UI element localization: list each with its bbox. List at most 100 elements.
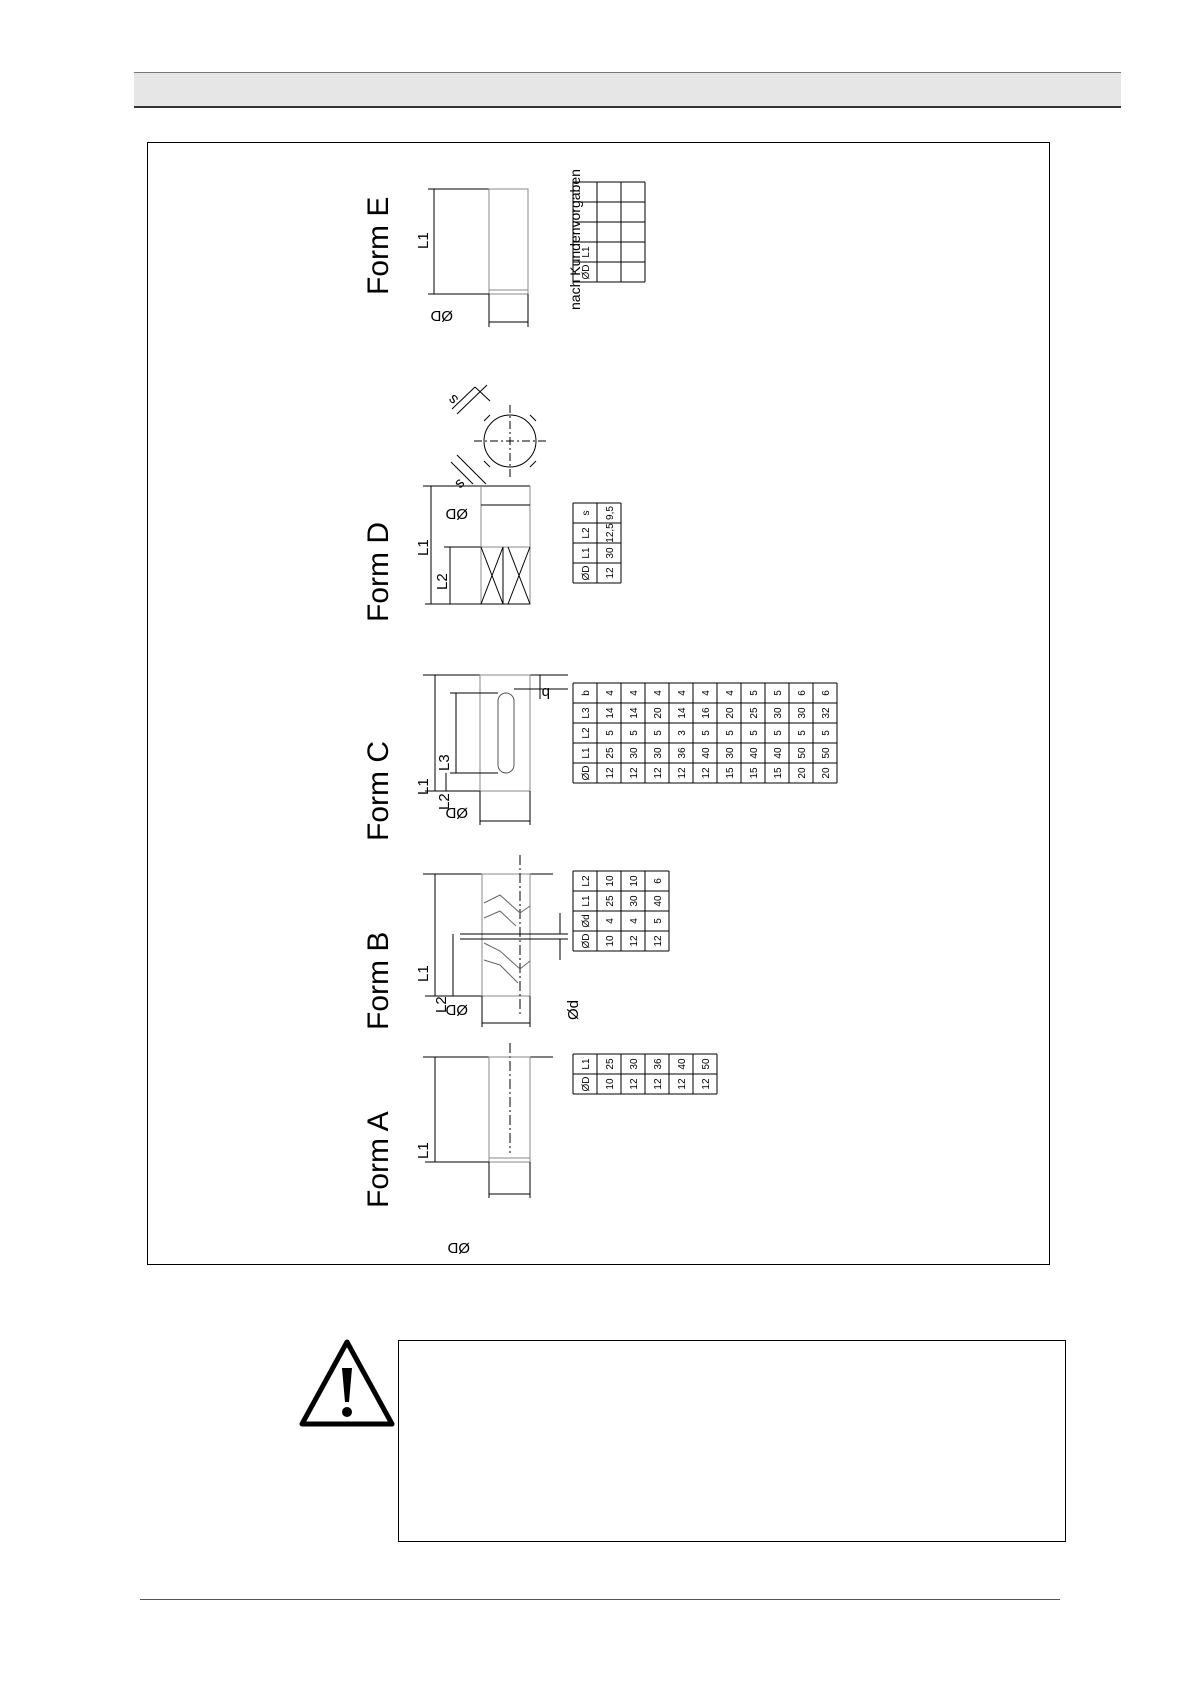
table-cell: 4: [605, 918, 616, 924]
form-e-diameter-label: ØD: [430, 307, 453, 324]
table-cell: 14: [677, 707, 688, 719]
table-cell: 40: [653, 895, 664, 907]
table-header-cell: L1: [581, 1058, 592, 1070]
table-cell: 6: [797, 690, 808, 696]
table-cell: 3: [677, 730, 688, 736]
table-cell: 20: [725, 707, 736, 719]
table-cell: 32: [821, 707, 832, 719]
form-c-l3-label: L3: [436, 754, 453, 771]
table-cell: 5: [653, 730, 664, 736]
table-header-cell: ØD: [581, 566, 592, 581]
table-cell: 10: [605, 1078, 616, 1090]
technical-drawing-frame: Form E L1 ØD nach Kundenvorgaben Form D …: [147, 142, 1050, 1265]
form-e-l1-label: L1: [415, 232, 432, 249]
form-b-l2-label: L2: [433, 996, 450, 1013]
table-cell: 5: [821, 730, 832, 736]
table-cell: 5: [605, 730, 616, 736]
table-cell: 30: [797, 707, 808, 719]
table-cell: 6: [821, 690, 832, 696]
table-cell: 5: [653, 918, 664, 924]
form-d-title: Form D: [362, 522, 395, 622]
table-header-cell: b: [581, 690, 592, 696]
table-cell: 4: [701, 690, 712, 696]
form-d-l1-label: L1: [415, 539, 432, 556]
table-cell: 5: [701, 730, 712, 736]
form-c-l2-label: L2: [436, 793, 453, 810]
table-cell: 20: [653, 707, 664, 719]
table-cell: 5: [749, 730, 760, 736]
table-header-cell: L1: [581, 747, 592, 759]
table-cell: 12,5: [605, 523, 616, 543]
table-cell: 25: [605, 895, 616, 907]
form-d-diameter-label: ØD: [445, 505, 468, 522]
form-c-b-label: b: [542, 684, 550, 701]
table-cell: 12: [629, 767, 640, 779]
table-cell: 6: [653, 878, 664, 884]
table-cell: 50: [797, 747, 808, 759]
table-cell: 36: [653, 1058, 664, 1070]
table-cell: 40: [749, 747, 760, 759]
table-cell: 4: [629, 690, 640, 696]
table-cell: 40: [677, 1058, 688, 1070]
form-a-drawing: [423, 1043, 553, 1198]
table-cell: 5: [773, 690, 784, 696]
table-header-cell: ØD: [581, 265, 592, 280]
table-cell: 30: [629, 747, 640, 759]
table-cell: 12: [605, 767, 616, 779]
table-cell: 16: [701, 707, 712, 719]
table-header-cell: s: [581, 511, 592, 516]
table-cell: 12: [701, 1078, 712, 1090]
table-cell: 12: [653, 935, 664, 947]
table-cell: 5: [773, 730, 784, 736]
table-cell: 25: [605, 747, 616, 759]
table-header-cell: Ød: [581, 914, 592, 927]
table-cell: 14: [605, 707, 616, 719]
table-cell: 4: [725, 690, 736, 696]
form-b-title: Form B: [362, 932, 395, 1030]
form-e-drawing: [428, 188, 529, 327]
table-cell: 5: [725, 730, 736, 736]
table-cell: 5: [749, 690, 760, 696]
form-d-section-drawing: [450, 384, 546, 485]
table-header-cell: L1: [581, 246, 592, 258]
table-cell: 4: [677, 690, 688, 696]
form-b-small-diameter-label: Ød: [565, 1000, 582, 1020]
table-cell: 30: [725, 747, 736, 759]
header-bar: [134, 72, 1121, 108]
table-header-cell: L2: [581, 527, 592, 539]
table-cell: 12: [653, 767, 664, 779]
form-b-drawing: [423, 855, 568, 1027]
table-cell: 15: [749, 767, 760, 779]
table-cell: 12: [629, 1078, 640, 1090]
table-cell: 25: [605, 1058, 616, 1070]
table-cell: 10: [605, 935, 616, 947]
form-a-diameter-label: ØD: [447, 1239, 470, 1256]
table-header-cell: ØD: [581, 766, 592, 781]
table-cell: 20: [797, 767, 808, 779]
table-cell: 4: [605, 690, 616, 696]
warning-triangle-icon: [299, 1339, 395, 1427]
table-cell: 12: [605, 567, 616, 579]
table-cell: 10: [629, 875, 640, 887]
table-cell: 14: [629, 707, 640, 719]
table-cell: 4: [629, 918, 640, 924]
table-cell: 50: [821, 747, 832, 759]
footer-divider: [140, 1599, 1060, 1600]
table-cell: 9,5: [605, 506, 616, 520]
form-a-title: Form A: [362, 1111, 395, 1208]
table-cell: 12: [653, 1078, 664, 1090]
table-cell: 20: [821, 767, 832, 779]
table-cell: 4: [653, 690, 664, 696]
form-c-drawing: [423, 674, 568, 825]
table-cell: 12: [677, 767, 688, 779]
form-c-l1-label: L1: [415, 778, 432, 795]
warning-box: [398, 1340, 1066, 1542]
table-cell: 12: [701, 767, 712, 779]
table-cell: 36: [677, 747, 688, 759]
table-cell: 15: [773, 767, 784, 779]
table-header-cell: L3: [581, 707, 592, 719]
table-header-cell: L1: [581, 547, 592, 559]
table-header-cell: ØD: [581, 1077, 592, 1092]
form-d-l2-label: L2: [434, 573, 451, 590]
form-e-note: nach Kundenvorgaben: [567, 169, 583, 310]
